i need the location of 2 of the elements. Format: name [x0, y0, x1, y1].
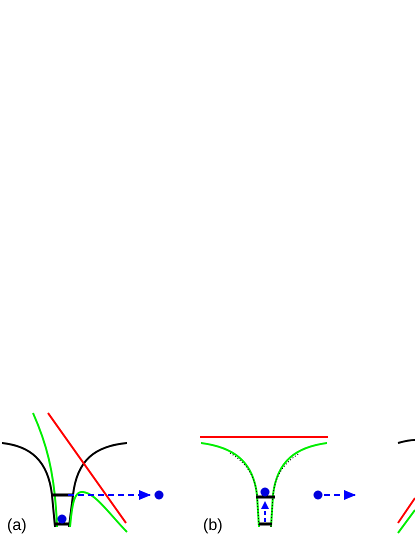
- panel-label: (a): [7, 517, 27, 535]
- panel-label: (b): [203, 517, 223, 535]
